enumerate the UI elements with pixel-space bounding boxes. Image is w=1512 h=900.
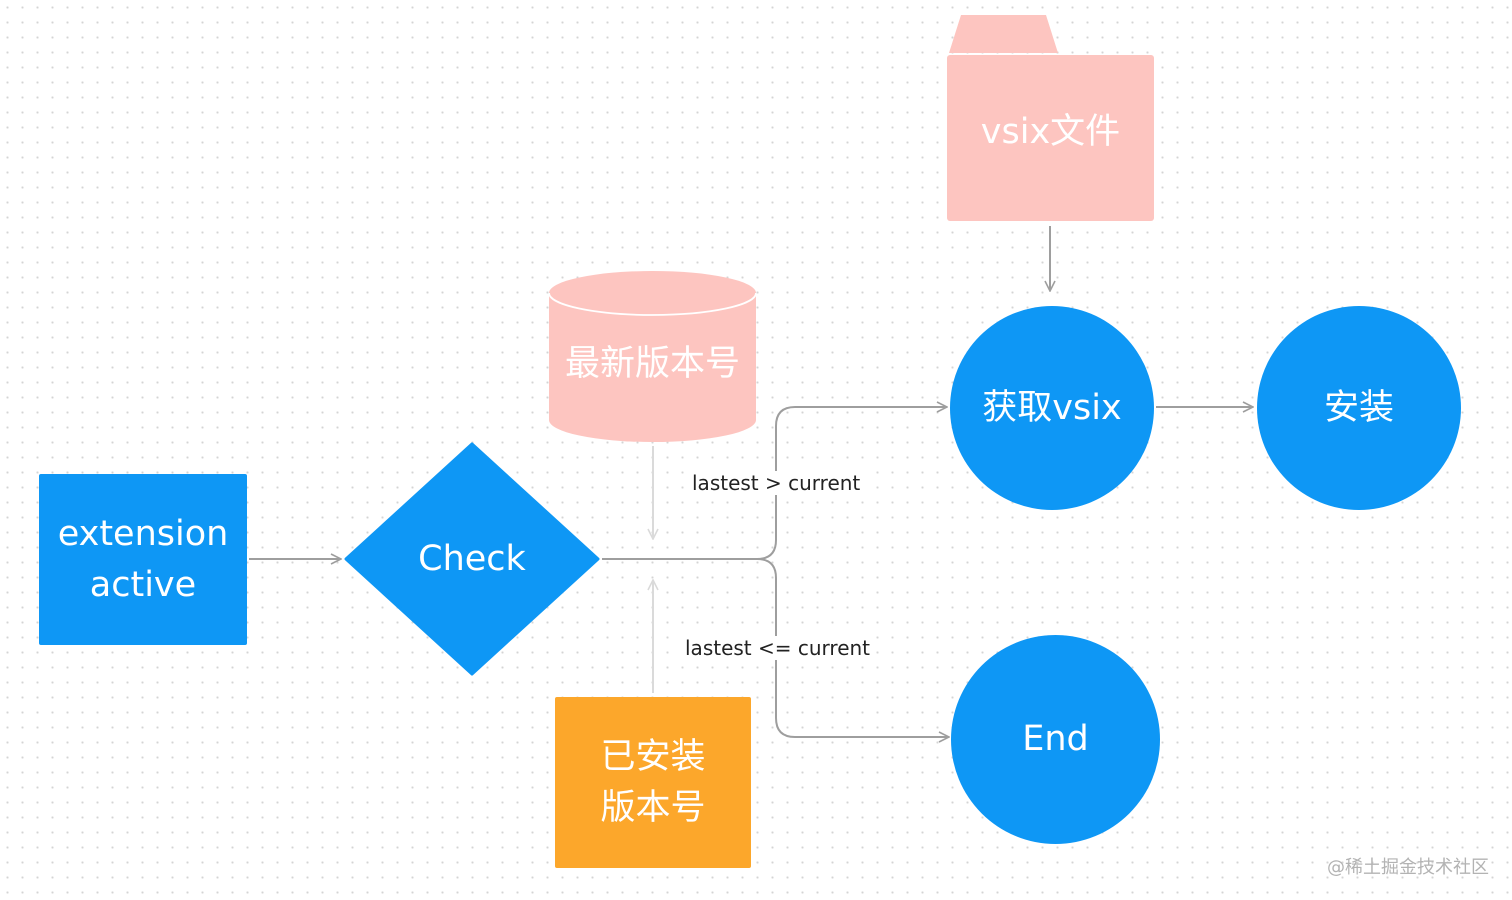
folder-shape — [947, 15, 1154, 221]
vsix-file-folder-node[interactable]: vsix文件 — [947, 15, 1154, 221]
extension-active-node[interactable]: extension active — [39, 474, 247, 645]
end-node[interactable]: End — [951, 635, 1160, 844]
watermark: @稀土掘金技术社区 — [1327, 857, 1489, 878]
install-label: 安装 — [1323, 387, 1394, 428]
installed-version-line1: 已安装 — [600, 736, 706, 777]
install-node[interactable]: 安装 — [1257, 306, 1461, 510]
check-label: Check — [418, 538, 526, 579]
end-label: End — [1022, 719, 1089, 760]
cylinder-shape — [549, 271, 756, 442]
extension-active-line1: extension — [57, 513, 229, 554]
diamond-shape — [344, 442, 600, 676]
edge-check-to-end — [756, 558, 949, 737]
edge-label-latest-le-current: lastest <= current — [681, 636, 875, 660]
vsix-file-label: vsix文件 — [980, 111, 1121, 152]
fetch-vsix-node[interactable]: 获取vsix — [950, 306, 1154, 510]
edge-label-latest-gt-current: lastest > current — [688, 471, 865, 495]
fetch-vsix-label: 获取vsix — [982, 387, 1122, 428]
latest-version-label: 最新版本号 — [564, 344, 740, 385]
installed-version-line2: 版本号 — [600, 787, 706, 828]
latest-version-database-node[interactable]: 最新版本号 — [549, 271, 756, 442]
installed-version-node[interactable]: 已安装 版本号 — [555, 697, 751, 868]
check-decision-node[interactable]: Check — [344, 442, 600, 676]
extension-active-line2: active — [89, 564, 197, 605]
